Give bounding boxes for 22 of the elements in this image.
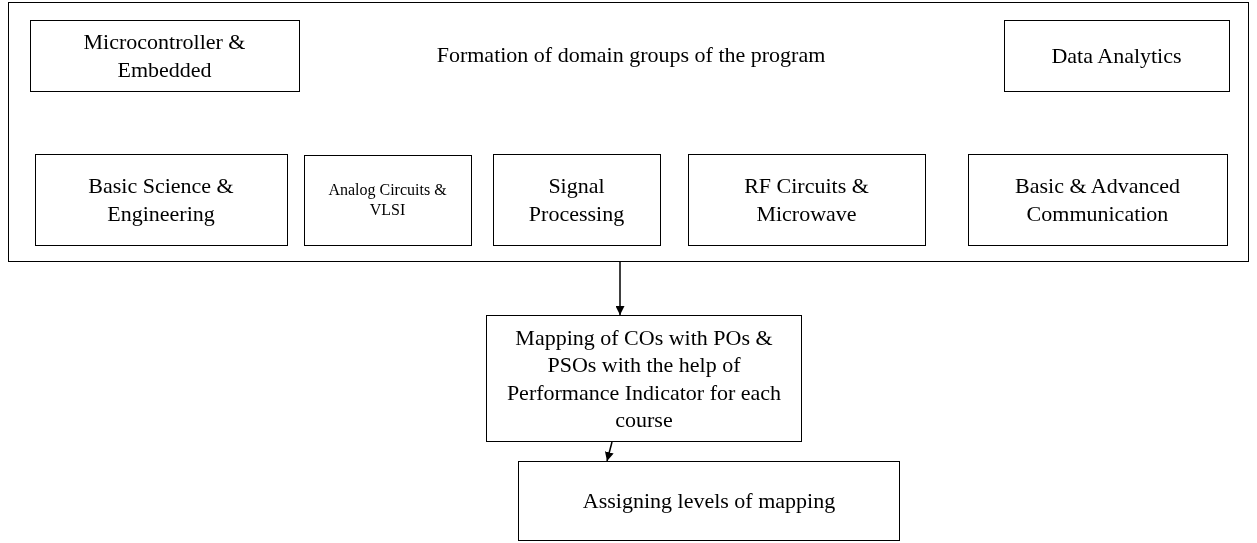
arrow [615, 261, 625, 316]
box-label: Microcontroller & Embedded [82, 28, 247, 83]
process-box [29, 19, 300, 92]
process-box [687, 153, 926, 246]
process-box [492, 153, 661, 246]
process-box [486, 315, 802, 442]
box-label: Basic Science & Engineering [87, 172, 235, 227]
box-label: Signal Processing [527, 172, 626, 227]
process-box [518, 461, 900, 541]
process-box [967, 153, 1228, 246]
process-box [1003, 19, 1230, 92]
box-label: RF Circuits & Microwave [743, 172, 870, 227]
process-box [303, 154, 472, 246]
box-label: Data Analytics [1051, 41, 1182, 70]
arrow [604, 441, 614, 462]
box-label: Mapping of COs with POs & PSOs with the help of Performance Indicator for each course [505, 323, 783, 434]
box-label: Analog Circuits & VLSI [327, 180, 448, 220]
group-box [8, 2, 1249, 262]
process-box [34, 153, 288, 246]
box-label: Assigning levels of mapping [582, 487, 836, 515]
group-title: Formation of domain groups of the program [435, 41, 827, 69]
box-label: Basic & Advanced Communication [1014, 172, 1181, 227]
